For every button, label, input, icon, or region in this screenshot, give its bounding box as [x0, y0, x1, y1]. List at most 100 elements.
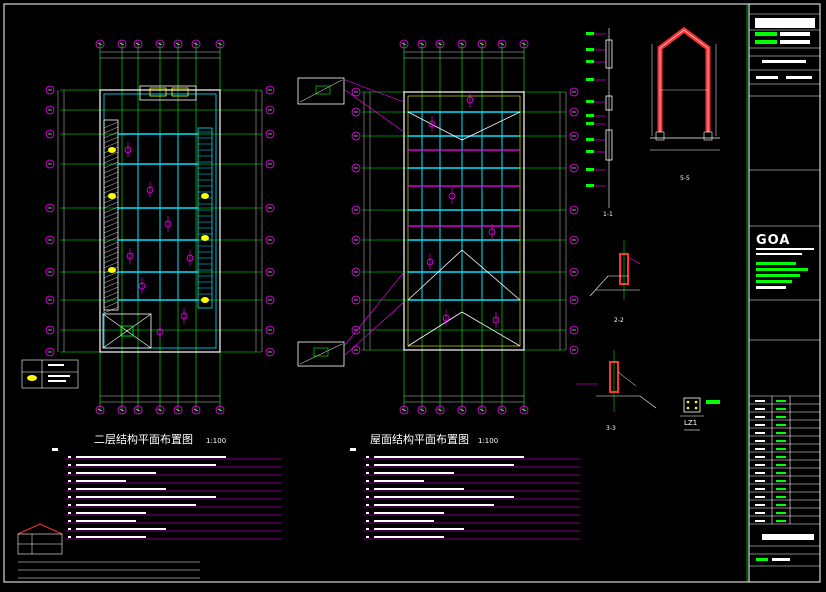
grid-bubble [351, 131, 361, 141]
note-text-line [374, 520, 434, 522]
bubble-tick [479, 408, 485, 412]
grid-bubble [497, 39, 507, 49]
detail-tag [586, 78, 594, 81]
bubble-tick [217, 408, 223, 412]
grid-bubble [351, 325, 361, 335]
title-block-cell-text [776, 400, 786, 402]
note-number [68, 480, 71, 482]
grid-bubble [417, 39, 427, 49]
bubble-tick [499, 408, 505, 412]
note-number [366, 464, 369, 466]
detail-box-bottom [297, 341, 345, 367]
roof-diagonal [461, 111, 521, 141]
title-block-cell-text [776, 472, 786, 474]
note-text-line [76, 536, 146, 538]
bubble-tick [217, 42, 223, 46]
grid-bubble [45, 203, 55, 213]
note-number [366, 528, 369, 530]
hatch-line [103, 286, 119, 294]
note-number [68, 496, 71, 498]
grid-bubble [457, 39, 467, 49]
section-label-5-5: 5-5 [680, 175, 690, 182]
title-block-cell-text [776, 512, 786, 514]
roof-diagonal [461, 311, 521, 347]
grid-bubble [265, 235, 275, 245]
note-number [68, 512, 71, 514]
grid-bubble [399, 405, 409, 415]
note-text-line [76, 512, 146, 514]
bubble-tick [175, 408, 181, 412]
bubble-tick [437, 408, 443, 412]
note-number [68, 488, 71, 490]
parapet-section-3-3 [576, 350, 657, 412]
lz1-column-section [680, 397, 720, 431]
note-number [366, 488, 369, 490]
hatch-line [103, 211, 119, 219]
parapet-section-2-2 [589, 240, 641, 300]
bubble-tick [459, 42, 465, 46]
grid-bubble [133, 39, 143, 49]
hatch-line [103, 186, 119, 194]
right-plan-outline [403, 91, 525, 351]
left-plan-scale: 1:100 [206, 437, 227, 445]
grid-bubble [173, 405, 183, 415]
grid-bubble [265, 267, 275, 277]
hatch-line [103, 126, 119, 134]
hatch-line [103, 196, 119, 204]
detail-tag [586, 60, 594, 63]
hatch-line [103, 291, 119, 299]
grid-bubble [265, 347, 275, 357]
grid-bubble [45, 159, 55, 169]
note-number [366, 472, 369, 474]
roof-diagonal [407, 249, 463, 301]
hatch-line [103, 256, 119, 264]
bubble-tick [97, 408, 103, 412]
grid-bubble [215, 405, 225, 415]
note-number [366, 536, 369, 538]
grid-bubble [417, 405, 427, 415]
slab-marker [108, 147, 116, 153]
grid-bubble [569, 345, 579, 355]
title-block-cell-text [755, 432, 765, 434]
grid-bubble [45, 235, 55, 245]
bubble-tick [437, 42, 443, 46]
slab-marker [108, 267, 116, 273]
grid-bubble [265, 203, 275, 213]
bubble-tick [479, 42, 485, 46]
title-block-cell-text [755, 472, 765, 474]
grid-bubble [351, 295, 361, 305]
grid-bubble [569, 107, 579, 117]
title-block-cell-text [755, 424, 765, 426]
hatch-line [103, 131, 119, 139]
left-legend [21, 359, 79, 389]
hatch-line [103, 151, 119, 159]
hatch-line [103, 226, 119, 234]
grid-bubble [477, 405, 487, 415]
grid-bubble [45, 85, 55, 95]
bubble-tick [193, 408, 199, 412]
grid-bubble [265, 85, 275, 95]
note-text-line [374, 480, 424, 482]
note-text-line [76, 504, 196, 506]
left-plan-title: 二层结构平面布置图 [94, 433, 193, 446]
note-number [68, 464, 71, 466]
note-text-line [76, 528, 166, 530]
title-block-cell-text [776, 496, 786, 498]
grid-bubble [351, 205, 361, 215]
note-text-line [374, 456, 524, 458]
bubble-tick [419, 408, 425, 412]
note-text-line [76, 480, 126, 482]
note-text-line [76, 464, 216, 466]
grid-bubble [435, 39, 445, 49]
bubble-tick [521, 408, 527, 412]
note-text-line [374, 488, 464, 490]
grid-bubble [265, 129, 275, 139]
note-text-line [76, 520, 136, 522]
grid-bubble [569, 325, 579, 335]
grid-bubble [45, 267, 55, 277]
hatch-line [103, 156, 119, 164]
hatch-line [103, 136, 119, 144]
roof-diagonal [407, 111, 463, 141]
hatch-line [103, 231, 119, 239]
